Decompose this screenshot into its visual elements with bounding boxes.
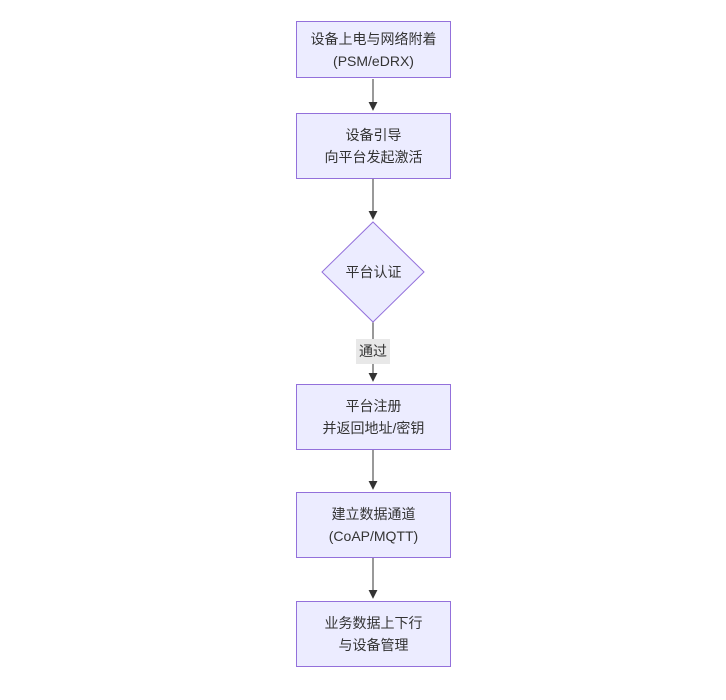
node-platform-auth-label: 平台认证	[345, 264, 402, 280]
node-platform-auth-diamond-shape	[321, 221, 425, 323]
node-platform-register-return-keys: 平台注册 并返回地址/密钥	[296, 384, 451, 450]
edge-label-pass: 通过	[356, 339, 390, 364]
node-device-power-network-attach: 设备上电与网络附着 (PSM/eDRX)	[296, 21, 451, 78]
node-business-data-device-management: 业务数据上下行 与设备管理	[296, 601, 451, 667]
node-establish-data-channel: 建立数据通道 (CoAP/MQTT)	[296, 492, 451, 558]
node-device-bootstrap-activate: 设备引导 向平台发起激活	[296, 113, 451, 179]
